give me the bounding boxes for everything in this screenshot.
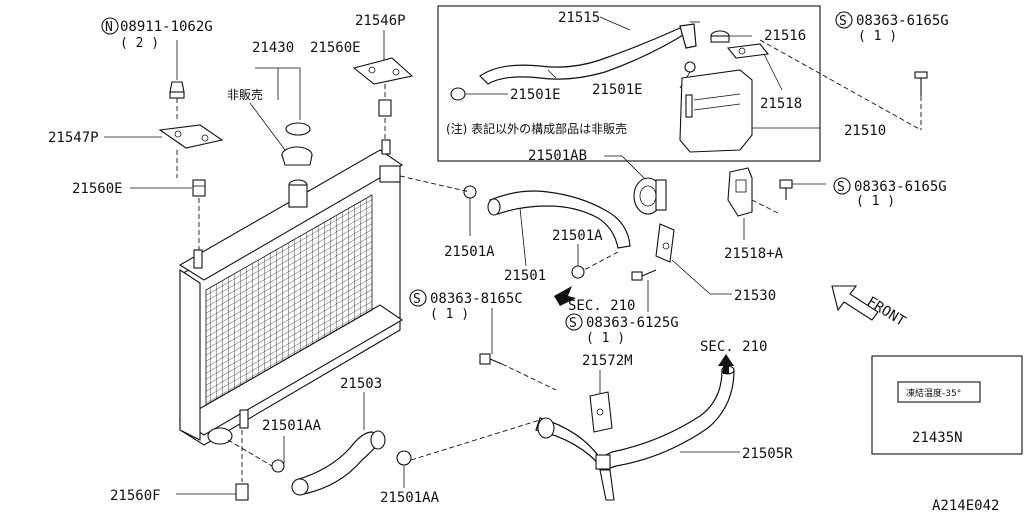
bracket-21518 [726,43,770,59]
label-frame [871,355,1023,455]
label-08363-6165g-top-qty: ( 1 ) [858,29,897,44]
label-08363-6165g-mid: 08363-6165G [854,179,947,195]
label-21516: 21516 [764,28,806,44]
outlet-housing-21501ab [633,177,667,215]
clamp-21501aa-right [396,450,412,466]
n-marker-08911 [101,17,119,35]
bracket-21518a [727,167,753,217]
insulator-21560f [235,483,249,501]
s-marker-text-3: S [413,292,421,307]
label-21501ab: 21501AB [528,148,587,164]
bolt-08363-6125g [631,269,657,281]
label-21560e-left: 21560E [72,181,123,197]
label-21501e-left: 21501E [510,87,561,103]
s-marker-08363-8165c [409,289,427,307]
label-08363-6125g-qty: ( 1 ) [586,331,625,346]
front-arrow [831,285,879,321]
figure-code: A214E042 [932,498,999,512]
clamp-21501aa-left [271,459,285,473]
label-21501e-right: 21501E [592,82,643,98]
lower-hose-21503 [291,430,386,496]
label-21547p: 21547P [48,130,99,146]
label-21572m: 21572M [582,353,633,369]
clamp-21501a-right [571,265,585,279]
clamp-21501e-right [684,61,696,73]
water-pipe-21505r [535,365,735,501]
radiator-cap-21430 [281,122,313,166]
s-marker-text-1: S [839,14,847,29]
label-21510: 21510 [844,123,886,139]
label-08363-8165c-qty: ( 1 ) [430,307,469,322]
label-21518: 21518 [760,96,802,112]
label-sec210-a: SEC. 210 [568,298,635,314]
reservoir-inset-box [437,5,821,162]
label-08911-1062g: 08911-1062G [120,19,213,35]
reservoir-tank-21510 [679,69,753,153]
bolt-08363-6165g-mid [779,179,793,200]
bracket-21572m [589,391,613,433]
insulator-21560e-left [192,179,206,197]
reservoir-cap-21516 [710,30,730,43]
label-21435n: 21435N [912,430,963,446]
label-not-sold: 非販売 [227,87,263,102]
bolt-08363-6165g-top [914,71,928,96]
coolant-label [897,381,981,403]
label-21430: 21430 [252,40,294,56]
sec210-arrow-b [718,354,734,374]
s-marker-08363-6165g-mid [833,177,851,195]
label-08363-8165c: 08363-8165C [430,291,523,307]
label-21501aa-top: 21501AA [262,418,322,434]
label-21505r: 21505R [742,446,793,462]
label-08911-qty: ( 2 ) [120,36,159,51]
bracket-21530 [655,223,675,263]
bracket-21546p [352,57,414,85]
label-21560e-top: 21560E [310,40,361,56]
upper-hose-21501 [487,190,631,249]
hose-21515 [479,23,697,85]
label-sec210-b: SEC. 210 [700,339,767,355]
label-21560f: 21560F [110,488,161,504]
label-08363-6125g: 08363-6125G [586,315,679,331]
bracket-21547p [158,124,224,149]
clamp-21501e-left [450,87,466,101]
inset-note: (注) 表記以外の構成部品は非販売 [446,121,627,136]
label-08363-6165g-top: 08363-6165G [856,13,949,29]
label-08363-6165g-mid-qty: ( 1 ) [856,194,895,209]
s-marker-text-2: S [837,180,845,195]
coolant-label-text: 凍結温度-35° [906,387,961,399]
nut-08911 [169,81,185,99]
bolt-08363-8165c [479,353,503,365]
radiator-core [178,139,404,446]
label-21546p: 21546P [355,13,406,29]
label-21503: 21503 [340,376,382,392]
label-21518a: 21518+A [724,246,784,262]
label-21501a-left: 21501A [444,244,495,260]
s-marker-08363-6165g-top [835,11,853,29]
label-21501aa-bottom: 21501AA [380,490,440,506]
label-21501a-right: 21501A [552,228,603,244]
label-21530: 21530 [734,288,776,304]
insulator-21560e-top [378,99,392,117]
clamp-21501a-left [463,185,477,199]
s-marker-text-4: S [569,316,577,331]
s-marker-08363-6125g [565,313,583,331]
n-marker-text: N [105,20,113,35]
label-21515: 21515 [558,10,600,26]
label-21501: 21501 [504,268,546,284]
sec210-arrow-a [554,286,576,306]
